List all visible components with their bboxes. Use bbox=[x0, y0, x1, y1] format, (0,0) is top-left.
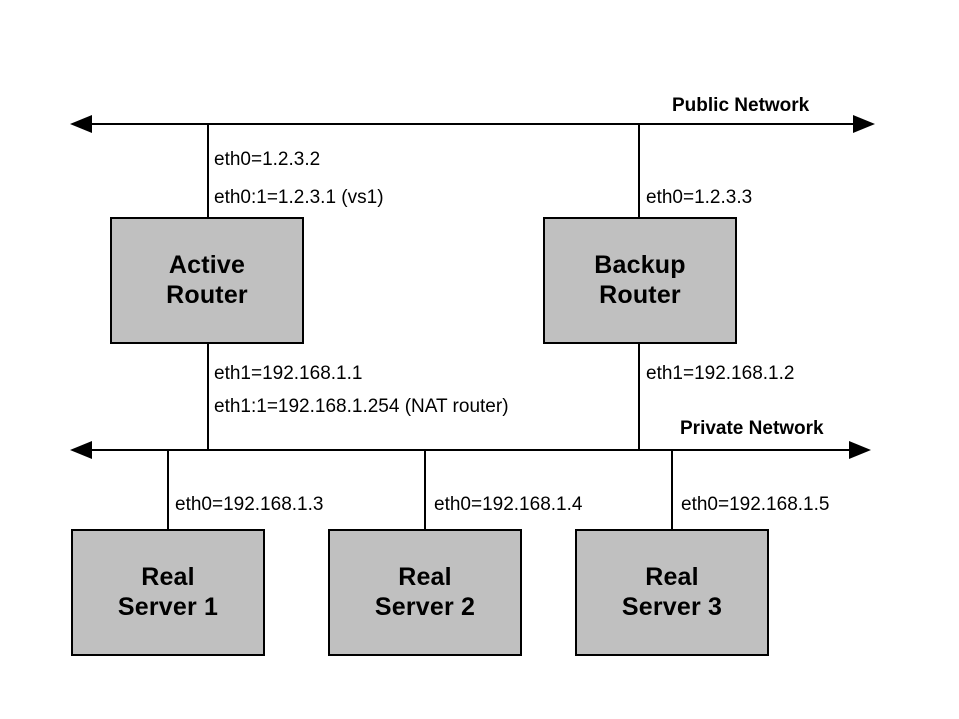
backup-router-public-link bbox=[638, 123, 640, 219]
public-network-right-arrow-icon bbox=[853, 115, 875, 133]
real-server-2-line-1: Real bbox=[398, 563, 452, 591]
private-network-right-arrow-icon bbox=[849, 441, 871, 459]
backup-router-private-link bbox=[638, 344, 640, 450]
real-server-1-line-2: Server 1 bbox=[117, 592, 219, 621]
node-backup-router[interactable]: Backup Router bbox=[543, 217, 737, 344]
backup-router-line-1: Backup bbox=[594, 251, 686, 279]
real-server-3-line-1: Real bbox=[645, 563, 699, 591]
active-router-private-link bbox=[207, 344, 209, 450]
backup-router-line-2: Router bbox=[599, 280, 681, 309]
node-real-server-2[interactable]: Real Server 2 bbox=[328, 529, 522, 656]
public-network-bus bbox=[90, 123, 855, 125]
real-server-1-link bbox=[167, 449, 169, 530]
real-server-1-eth0-label: eth0=192.168.1.3 bbox=[175, 494, 324, 515]
node-active-router[interactable]: Active Router bbox=[110, 217, 304, 344]
public-network-left-arrow-icon bbox=[70, 115, 92, 133]
real-server-2-line-2: Server 2 bbox=[374, 592, 476, 621]
real-server-3-eth0-label: eth0=192.168.1.5 bbox=[681, 494, 830, 515]
active-router-line-1: Active bbox=[168, 251, 246, 279]
real-server-2-link bbox=[424, 449, 426, 530]
real-server-3-link bbox=[671, 449, 673, 530]
real-server-1-line-1: Real bbox=[141, 563, 195, 591]
real-server-2-eth0-label: eth0=192.168.1.4 bbox=[434, 494, 583, 515]
active-router-eth0-alias-label: eth0:1=1.2.3.1 (vs1) bbox=[214, 187, 384, 208]
public-network-label: Public Network bbox=[672, 95, 810, 116]
backup-router-eth1-label: eth1=192.168.1.2 bbox=[646, 363, 795, 384]
private-network-left-arrow-icon bbox=[70, 441, 92, 459]
active-router-eth1-alias-label: eth1:1=192.168.1.254 (NAT router) bbox=[214, 396, 509, 417]
backup-router-eth0-label: eth0=1.2.3.3 bbox=[646, 187, 753, 208]
node-real-server-3[interactable]: Real Server 3 bbox=[575, 529, 769, 656]
real-server-3-line-2: Server 3 bbox=[621, 592, 723, 621]
private-network-label: Private Network bbox=[680, 418, 824, 439]
node-real-server-1[interactable]: Real Server 1 bbox=[71, 529, 265, 656]
private-network-bus bbox=[90, 449, 851, 451]
active-router-eth0-label: eth0=1.2.3.2 bbox=[214, 149, 321, 170]
active-router-line-2: Router bbox=[166, 280, 248, 309]
active-router-public-link bbox=[207, 123, 209, 219]
active-router-eth1-label: eth1=192.168.1.1 bbox=[214, 363, 363, 384]
